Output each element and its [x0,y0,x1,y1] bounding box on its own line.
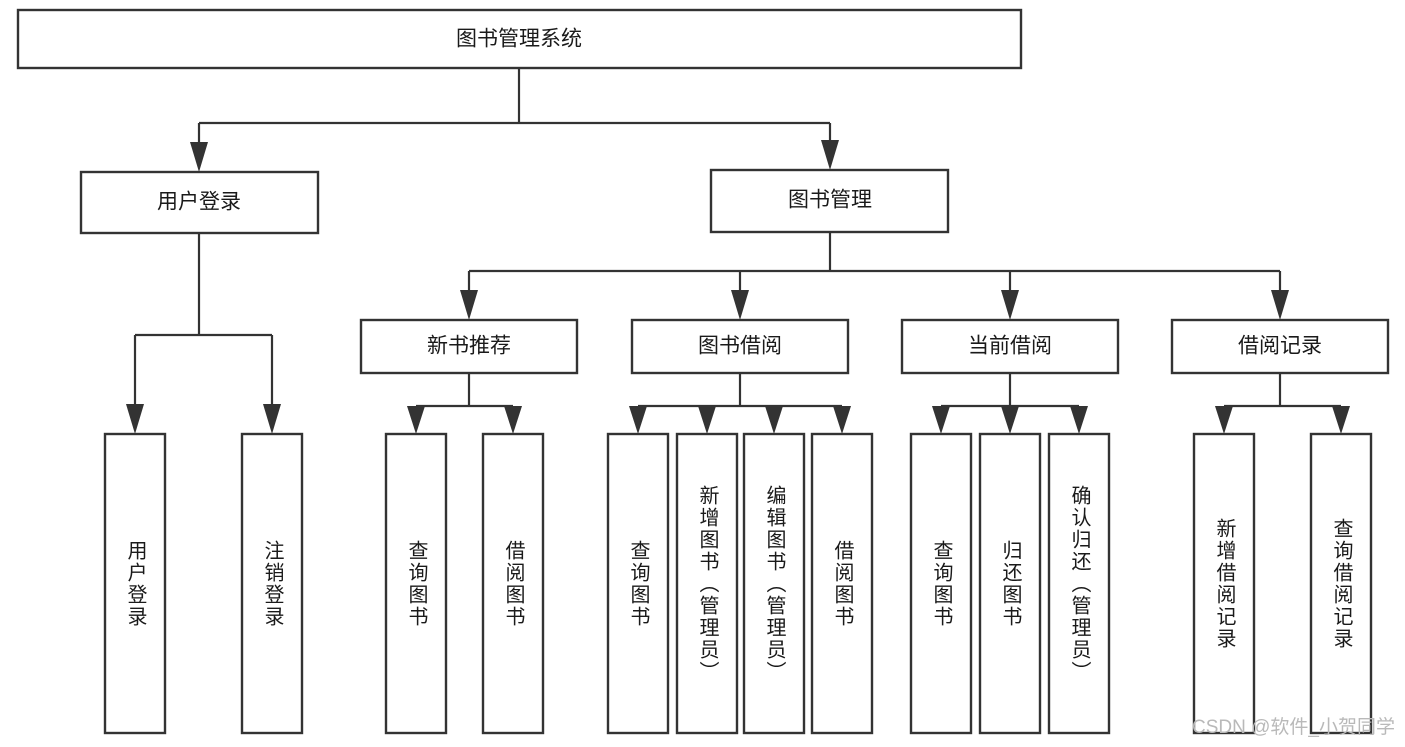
node-current-borrow-label: 当前借阅 [968,335,1052,358]
leaf-book-borrow-4-box[interactable] [810,432,874,735]
node-current-borrow[interactable]: 当前借阅 [900,318,1120,375]
node-book-manage-box[interactable] [709,168,950,234]
arrow-head-record-leaf-1 [1215,406,1233,434]
connector-group-borrow-record [1215,373,1350,434]
leaf-book-borrow-3-box[interactable] [742,432,806,735]
node-user-login-label: 用户登录 [157,191,241,214]
arrow-head-borrow-leaf-2 [698,406,716,434]
leaf-new-book-2[interactable]: 借阅图书 [481,432,545,735]
leaf-user-login-2-label: 注销登录 [261,540,284,628]
leaf-book-borrow-4-label: 借阅图书 [831,540,854,628]
leaf-new-book-1-label: 查询图书 [405,540,428,628]
arrow-head-current-leaf-3 [1070,406,1088,434]
arrow-head-current-leaf-2 [1001,406,1019,434]
node-user-login[interactable]: 用户登录 [79,170,320,235]
leaf-new-book-1-box[interactable] [384,432,448,735]
node-book-borrow[interactable]: 图书借阅 [630,318,850,375]
node-borrow-record[interactable]: 借阅记录 [1170,318,1390,375]
leaf-book-borrow-1[interactable]: 查询图书 [606,432,670,735]
connector-group-book-borrow [629,373,851,434]
leaf-book-borrow-4[interactable]: 借阅图书 [810,432,874,735]
leaf-book-borrow-1-box[interactable] [606,432,670,735]
node-book-manage[interactable]: 图书管理 [709,168,950,234]
connector-group-root [190,68,839,172]
leaf-borrow-record-1[interactable]: 新增借阅记录 [1192,432,1256,735]
node-book-borrow-label: 图书借阅 [698,335,782,358]
leaf-borrow-record-1-box[interactable] [1192,432,1256,735]
leaf-current-borrow-1-box[interactable] [909,432,973,735]
leaf-user-login-2[interactable]: 注销登录 [240,432,304,735]
leaf-book-borrow-3-label: 编辑图书（管理员） [763,485,786,683]
node-new-book-recommend[interactable]: 新书推荐 [359,318,579,375]
node-root[interactable]: 图书管理系统 [16,8,1023,70]
leaf-book-borrow-2-label: 新增图书（管理员） [696,485,719,683]
connector-group-book-manage [460,232,1289,320]
leaf-new-book-2-label: 借阅图书 [502,540,525,628]
node-new-book-recommend-label: 新书推荐 [427,335,511,358]
node-root-box[interactable] [16,8,1023,70]
node-user-login-box[interactable] [79,170,320,235]
arrow-head-to-user-login [190,142,208,172]
leaf-borrow-record-2-box[interactable] [1309,432,1373,735]
leaf-book-borrow-3[interactable]: 编辑图书（管理员） [742,432,806,735]
leaf-current-borrow-3-box[interactable] [1047,432,1111,735]
node-current-borrow-box[interactable] [900,318,1120,375]
arrow-head-borrow-record [1271,290,1289,320]
node-book-manage-label: 图书管理 [788,189,872,212]
leaf-current-borrow-3-label: 确认归还（管理员） [1068,485,1091,683]
arrow-head-borrow-leaf-3 [765,406,783,434]
leaf-book-borrow-2-box[interactable] [675,432,739,735]
csdn-watermark: CSDN @软件_小贺同学 [1192,716,1395,738]
leaf-book-borrow-1-label: 查询图书 [627,540,650,628]
leaf-book-borrow-2[interactable]: 新增图书（管理员） [675,432,739,735]
arrow-head-borrow-leaf-4 [833,406,851,434]
leaf-user-login-2-box[interactable] [240,432,304,735]
leaf-user-login-1[interactable]: 用户登录 [103,432,167,735]
arrow-head-user-leaf-2 [263,404,281,434]
node-new-book-recommend-box[interactable] [359,318,579,375]
connector-group-current-borrow [932,373,1088,434]
arrow-head-newbook-leaf-2 [504,406,522,434]
arrow-head-borrow-leaf-1 [629,406,647,434]
leaf-current-borrow-1-label: 查询图书 [930,540,953,628]
arrow-head-current-borrow [1001,290,1019,320]
arrow-head-current-leaf-1 [932,406,950,434]
node-borrow-record-box[interactable] [1170,318,1390,375]
leaf-current-borrow-2-box[interactable] [978,432,1042,735]
node-borrow-record-label: 借阅记录 [1238,335,1322,358]
arrow-head-book-borrow [731,290,749,320]
arrow-head-new-book [460,290,478,320]
leaf-user-login-1-box[interactable] [103,432,167,735]
leaf-current-borrow-3[interactable]: 确认归还（管理员） [1047,432,1111,735]
leaf-current-borrow-1[interactable]: 查询图书 [909,432,973,735]
arrow-head-to-book-manage [821,140,839,170]
leaf-current-borrow-2[interactable]: 归还图书 [978,432,1042,735]
connector-group-new-book [407,373,522,434]
arrow-head-user-leaf-1 [126,404,144,434]
leaf-borrow-record-2[interactable]: 查询借阅记录 [1309,432,1373,735]
leaf-user-login-1-label: 用户登录 [124,540,147,628]
leaf-borrow-record-2-label: 查询借阅记录 [1330,518,1353,650]
leaf-new-book-2-box[interactable] [481,432,545,735]
node-book-borrow-box[interactable] [630,318,850,375]
node-root-label: 图书管理系统 [456,28,582,51]
leaf-borrow-record-1-label: 新增借阅记录 [1213,518,1236,650]
arrow-head-record-leaf-2 [1332,406,1350,434]
leaf-new-book-1[interactable]: 查询图书 [384,432,448,735]
arrow-head-newbook-leaf-1 [407,406,425,434]
leaf-current-borrow-2-label: 归还图书 [999,540,1022,628]
connector-group-user-login [126,233,281,434]
